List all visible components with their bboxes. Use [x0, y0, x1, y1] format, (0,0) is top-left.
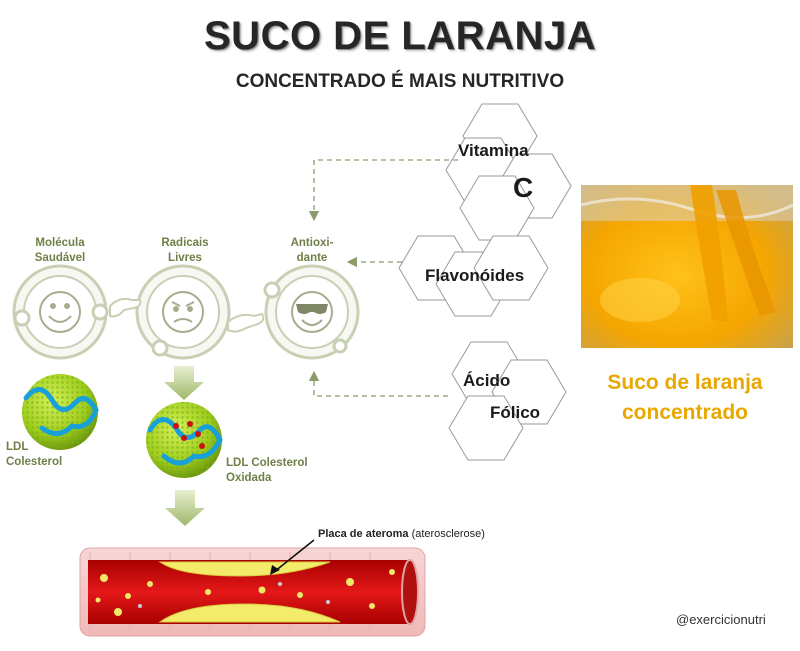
label-ldl-oxidized: LDL Colesterol Oxidada [226, 456, 308, 486]
label-ldl-oxidized-line1: LDL Colesterol [226, 457, 308, 469]
reaching-hand-right-icon [227, 312, 265, 333]
plaque-label-bold: Placa de ateroma [318, 528, 409, 540]
photo-caption: Suco de laranja concentrado [575, 368, 795, 428]
plaque-pointer-arrow [273, 539, 315, 573]
plaque-label: Placa de ateroma (aterosclerose) [318, 528, 485, 540]
label-ldl: LDL Colesterol [6, 440, 62, 470]
ldl-cholesterol-particle [22, 374, 99, 450]
nutrient-folico: Fólico [490, 403, 541, 422]
nutrient-flavonoides: Flavonóides [425, 266, 525, 285]
label-free-radicals: Radicais Livres [145, 236, 225, 266]
artery-illustration [79, 547, 426, 637]
nutrient-vitamina-c-letter: C [513, 172, 534, 203]
smiley-angry-icon [162, 291, 204, 333]
arrowhead-icon [270, 565, 280, 575]
page-subtitle: CONCENTRADO É MAIS NUTRITIVO [235, 71, 565, 92]
label-healthy-line2: Saudável [34, 252, 86, 264]
credit-handle: @exercicionutri [676, 612, 766, 627]
ldl-oxidized-particle [146, 402, 223, 478]
nutrient-acido: Ácido [463, 371, 511, 390]
hex-cluster-vitamina-c [445, 103, 572, 241]
down-arrow-icon [165, 490, 205, 526]
down-arrow-icon [164, 366, 204, 400]
label-radicals-line1: Radicais [161, 237, 209, 249]
photo-caption-line1: Suco de laranja [607, 371, 763, 394]
nutrient-vitamina: Vitamina [458, 141, 529, 160]
page-title: SUCO DE LARANJA [204, 14, 596, 58]
label-ldl-line2: Colesterol [6, 456, 63, 468]
label-antioxidant: Antioxi- dante [272, 236, 352, 266]
label-healthy-line1: Molécula [35, 237, 85, 249]
plaque-label-normal: (aterosclerose) [411, 528, 485, 540]
smiley-happy-icon [39, 291, 81, 333]
plaque-bottom [158, 603, 341, 623]
label-ldl-oxidized-line2: Oxidada [226, 472, 272, 484]
orange-juice-photo [580, 185, 794, 348]
smiley-sunglasses-icon [291, 291, 333, 333]
reaching-hand-left-icon [109, 297, 142, 318]
label-antioxidant-line1: Antioxi- [290, 237, 334, 249]
label-antioxidant-line2: dante [296, 252, 328, 264]
connector-acido-folico [308, 370, 448, 397]
label-radicals-line2: Livres [168, 252, 202, 264]
hex-cluster-acido-folico [448, 341, 567, 461]
molecule-healthy [12, 264, 109, 360]
hex-cluster-flavonoides [398, 235, 549, 317]
label-ldl-line1: LDL [6, 441, 29, 453]
photo-caption-line2: concentrado [621, 401, 749, 424]
plaque-top [158, 561, 331, 577]
label-healthy-molecule: Molécula Saudável [20, 236, 100, 266]
connector-vitamina-c [308, 159, 458, 222]
